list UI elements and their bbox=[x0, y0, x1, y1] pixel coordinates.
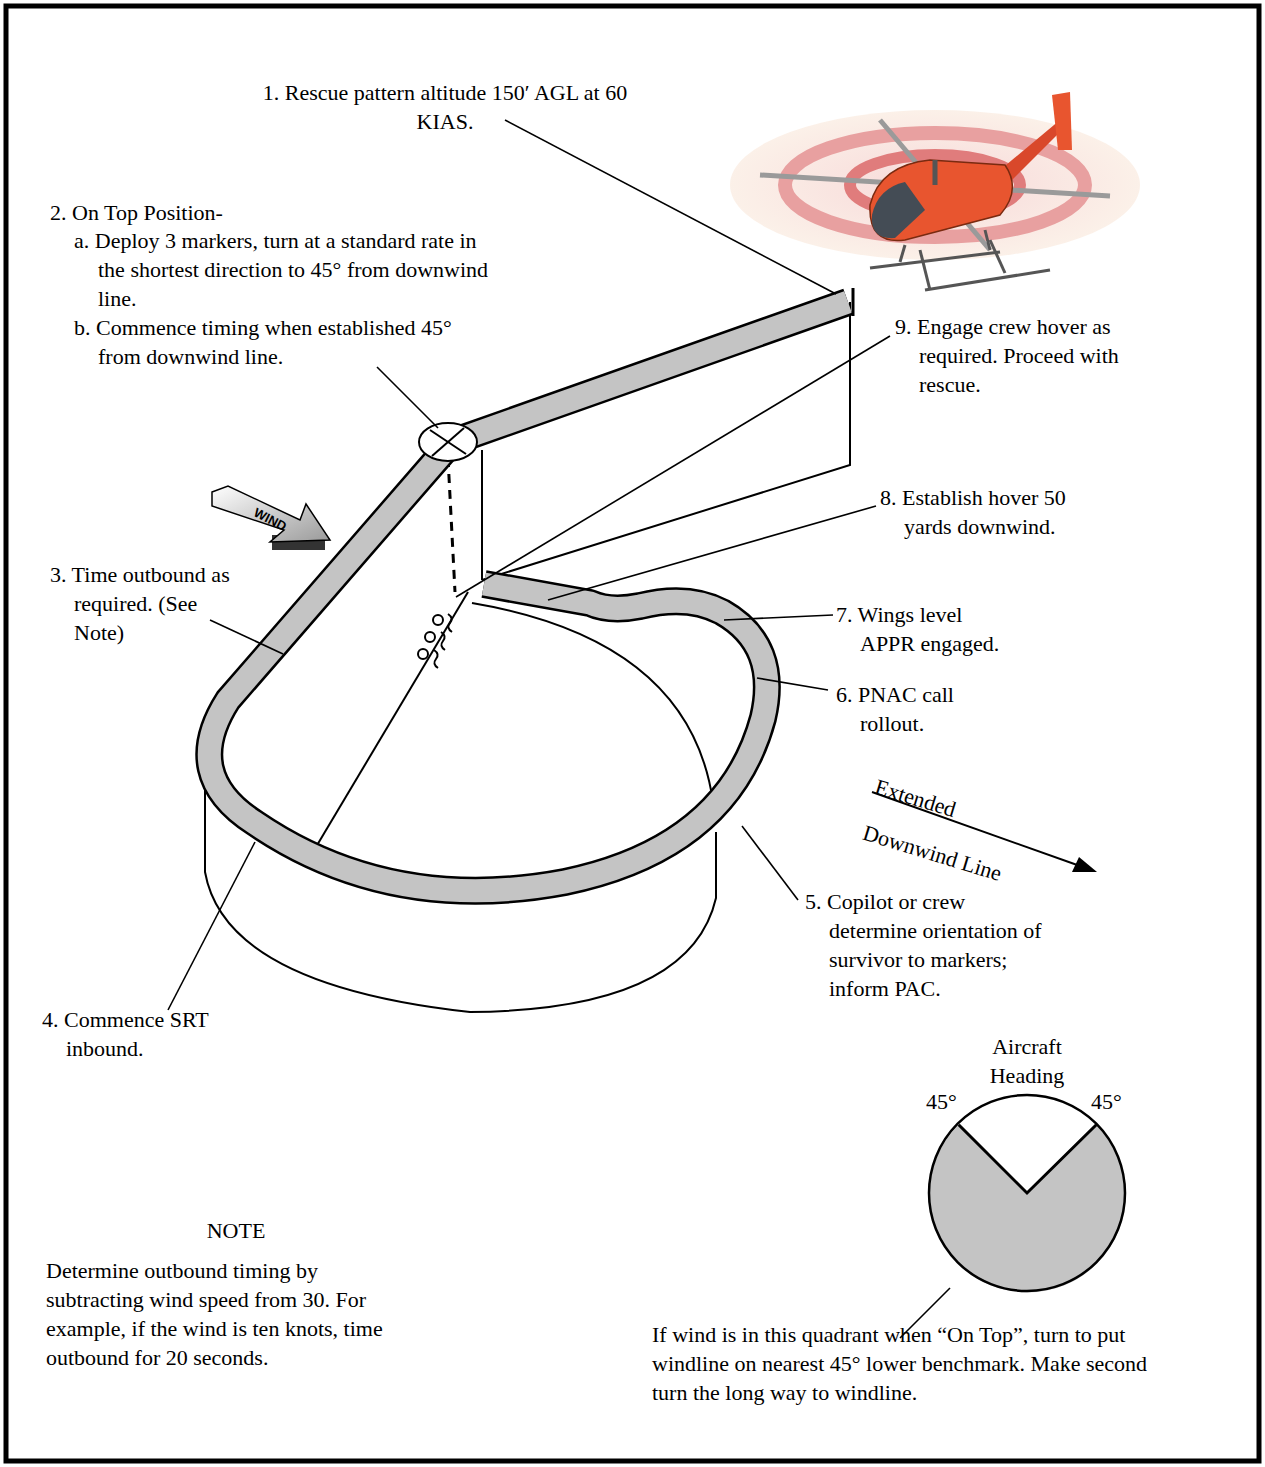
drop-line bbox=[448, 458, 455, 592]
callout-label: 8. Establish hover 50 yards downwind. bbox=[880, 483, 1105, 541]
callout-label: 7. Wings level APPR engaged. bbox=[836, 600, 1016, 658]
callout-sublabel: b. Commence timing when established 45° … bbox=[74, 313, 494, 371]
angle-label: 45° bbox=[1091, 1087, 1141, 1116]
downwind-label: Downwind Line bbox=[860, 818, 1041, 898]
smoke-markers bbox=[418, 614, 452, 668]
callout-sublabel: a. Deploy 3 markers, turn at a standard … bbox=[74, 226, 494, 313]
note-heading: NOTE bbox=[176, 1216, 296, 1245]
note-text: Determine outbound timing by subtracting… bbox=[46, 1256, 416, 1372]
callout-label: 2. On Top Position- bbox=[50, 198, 450, 227]
wind-quadrant-symbol bbox=[929, 1095, 1126, 1292]
callout-label: 3. Time outbound as required. (See Note) bbox=[50, 560, 250, 647]
page-frame bbox=[6, 6, 1259, 1461]
callout-label: 9. Engage crew hover as required. Procee… bbox=[895, 312, 1135, 399]
wind-arrow bbox=[212, 486, 330, 550]
flight-path-band bbox=[209, 302, 848, 891]
leader-lines bbox=[168, 120, 950, 1338]
quadrant-note: If wind is in this quadrant when “On Top… bbox=[652, 1320, 1167, 1407]
angle-label: 45° bbox=[926, 1087, 976, 1116]
helicopter bbox=[730, 92, 1140, 290]
callout-label: 6. PNAC call rollout. bbox=[836, 680, 996, 738]
band-end bbox=[852, 288, 855, 316]
flight-path-outline bbox=[209, 302, 848, 891]
callout-label: 5. Copilot or crew determine orientation… bbox=[805, 887, 1050, 1003]
heading-label: Aircraft Heading bbox=[967, 1032, 1087, 1090]
on-top-marker bbox=[419, 423, 477, 461]
callout-label: 4. Commence SRT inbound. bbox=[42, 1005, 242, 1063]
pattern-walls bbox=[205, 302, 850, 1012]
callout-label: 1. Rescue pattern altitude 150ʹ AGL at 6… bbox=[245, 78, 645, 136]
